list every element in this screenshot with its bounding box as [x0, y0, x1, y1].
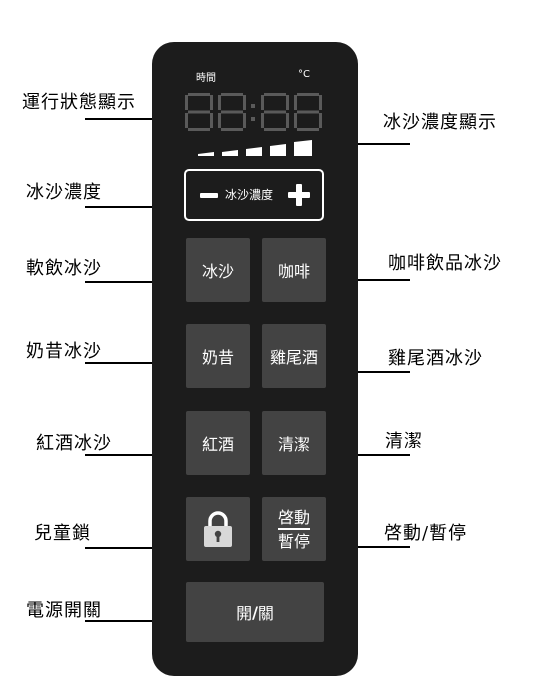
colon-dot-bottom — [251, 117, 255, 121]
control-panel: 時間 °C — [152, 42, 358, 676]
callout-child-lock: 兒童鎖 — [34, 523, 91, 544]
plus-icon[interactable] — [288, 184, 310, 206]
callout-line-red-wine — [85, 454, 160, 456]
intensity-bar-1 — [198, 152, 214, 156]
power-button[interactable]: 開 / 關 — [186, 582, 324, 642]
callout-clean: 清潔 — [385, 431, 423, 452]
callout-line-intensity-display — [334, 143, 410, 145]
pause-label: 暫停 — [277, 531, 310, 551]
start-label: 啓動 — [277, 508, 310, 530]
intensity-bar-4 — [270, 144, 286, 156]
minus-icon[interactable] — [200, 193, 218, 198]
lock-icon — [204, 511, 232, 547]
callout-coffee: 咖啡飲品冰沙 — [388, 253, 502, 274]
digit-4 — [294, 93, 322, 131]
red-wine-button[interactable]: 紅酒 — [186, 411, 250, 475]
callout-line-milkshake — [85, 362, 160, 364]
smoothie-button[interactable]: 冰沙 — [186, 238, 250, 302]
callout-power: 電源開關 — [26, 600, 102, 621]
callout-line-clean — [334, 454, 410, 456]
callout-intensity-display: 冰沙濃度顯示 — [383, 112, 497, 133]
child-lock-button[interactable] — [186, 497, 250, 561]
callout-milkshake: 奶昔冰沙 — [26, 341, 102, 362]
start-pause-button[interactable]: 啓動 暫停 — [262, 497, 326, 561]
callout-display: 運行狀態顯示 — [22, 92, 136, 113]
callout-line-child-lock — [85, 547, 163, 549]
callout-line-intensity — [85, 206, 160, 208]
intensity-bar-5 — [294, 140, 312, 156]
callout-line-cocktail — [334, 371, 410, 373]
callout-start-pause: 啓動/暫停 — [384, 523, 468, 544]
callout-line-display — [85, 118, 160, 120]
segment-display — [185, 93, 322, 131]
digit-2 — [218, 93, 246, 131]
coffee-button[interactable]: 咖啡 — [262, 238, 326, 302]
callout-red-wine: 紅酒冰沙 — [36, 433, 112, 454]
digit-1 — [185, 93, 213, 131]
intensity-bars — [198, 140, 312, 156]
cocktail-button[interactable]: 雞尾酒 — [262, 324, 326, 388]
callout-intensity: 冰沙濃度 — [26, 182, 102, 203]
callout-line-coffee — [334, 279, 410, 281]
clean-button[interactable]: 清潔 — [262, 411, 326, 475]
callout-soft-drink: 軟飲冰沙 — [26, 258, 102, 279]
callout-line-power — [85, 620, 160, 622]
callout-line-start-pause — [340, 546, 410, 548]
colon-dot-top — [251, 104, 255, 108]
intensity-label: 冰沙濃度 — [225, 188, 274, 202]
digit-3 — [261, 93, 289, 131]
milkshake-button[interactable]: 奶昔 — [186, 324, 250, 388]
intensity-control: 冰沙濃度 — [184, 169, 324, 221]
intensity-bar-2 — [222, 150, 238, 156]
callout-line-soft-drink — [85, 281, 160, 283]
callout-cocktail: 雞尾酒冰沙 — [388, 348, 483, 369]
time-label: 時間 — [196, 73, 216, 84]
intensity-bar-3 — [246, 147, 262, 156]
unit-label: °C — [298, 69, 310, 80]
